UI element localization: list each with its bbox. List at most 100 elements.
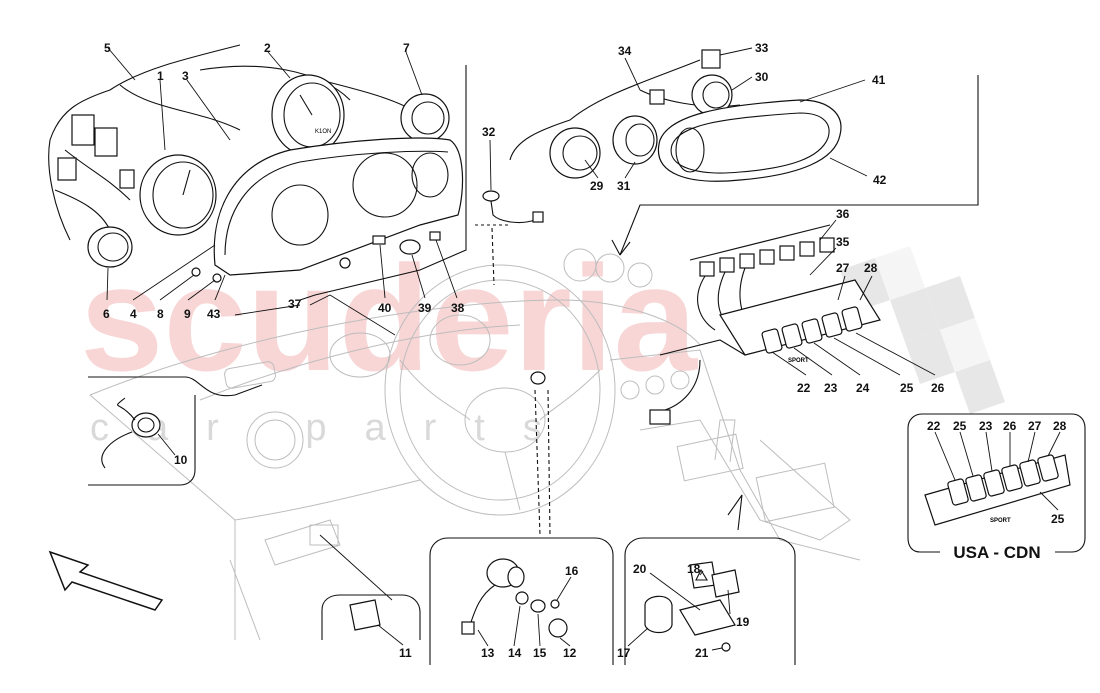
connector: [649, 409, 671, 425]
callout-25: 25: [900, 381, 914, 395]
callout-36: 36: [836, 207, 850, 221]
usa-callout-25: 25: [953, 419, 967, 433]
callout-38: 38: [451, 301, 465, 315]
callout-27: 27: [836, 261, 850, 275]
gauge-31: [612, 115, 658, 165]
inset-usa-cdn: SPORT USA - CDN: [907, 413, 1086, 562]
callout-24: 24: [856, 381, 870, 395]
callout-23: 23: [824, 381, 838, 395]
connector-block: [94, 127, 118, 157]
checkered-flag-watermark: [840, 246, 1005, 414]
usa-sport-label: SPORT: [990, 518, 1011, 524]
switch-panel-group: SPORT: [649, 219, 936, 425]
part-17-switch: [644, 595, 673, 634]
callout-9: 9: [184, 307, 191, 321]
part-21-screw: [721, 642, 731, 652]
usa-callout-25b: 25: [1051, 512, 1065, 526]
callout-7: 7: [403, 41, 410, 55]
gauge-6: [87, 226, 133, 268]
callout-30: 30: [755, 70, 769, 84]
callout-10: 10: [174, 453, 188, 467]
callout-41: 41: [872, 73, 886, 87]
callout-40: 40: [378, 301, 392, 315]
connector: [649, 89, 665, 105]
connector: [719, 257, 735, 273]
usa-switch-27: [1019, 459, 1041, 487]
callout-16: 16: [565, 564, 579, 578]
gauge-2: [271, 74, 345, 156]
usa-callout-22: 22: [927, 419, 941, 433]
callout-6: 6: [103, 307, 110, 321]
bulb: [429, 231, 441, 241]
cluster-glass: [657, 99, 842, 182]
gauge-1: [139, 154, 217, 236]
callout-17: 17: [617, 646, 631, 660]
callout-22: 22: [797, 381, 811, 395]
screw: [191, 267, 201, 277]
part-16-screw: [550, 599, 560, 609]
secondary-cluster-group: [475, 47, 979, 286]
ignition-lock: [530, 371, 546, 385]
sensor-32: [482, 190, 500, 202]
callout-35: 35: [836, 235, 850, 249]
gauge-7: [400, 93, 450, 143]
connector: [819, 237, 835, 253]
direction-arrow-icon: [48, 550, 164, 611]
gauge-scale-label: K1ON: [315, 129, 331, 135]
cluster-housing: [213, 137, 464, 276]
part-13-ring: [507, 566, 525, 588]
callout-31: 31: [617, 179, 631, 193]
usa-callout-26: 26: [1003, 419, 1017, 433]
callout-14: 14: [508, 646, 522, 660]
connector: [699, 261, 715, 277]
callout-34: 34: [618, 44, 632, 58]
switch-25: [821, 312, 843, 338]
callout-8: 8: [157, 307, 164, 321]
part-13-plug: [461, 621, 475, 635]
switch-frame: [719, 279, 881, 356]
part-10-lamp: [131, 412, 161, 438]
callout-15: 15: [533, 646, 547, 660]
connector-block: [71, 114, 95, 146]
callout-42: 42: [873, 173, 887, 187]
switch-23: [781, 323, 803, 349]
callout-3: 3: [182, 69, 189, 83]
callout-32: 32: [482, 125, 496, 139]
connector: [739, 253, 755, 269]
watermark-sub: car parts: [90, 407, 580, 449]
usa-callout-27: 27: [1028, 419, 1042, 433]
usa-switch-26: [1001, 464, 1023, 492]
part-15-nut: [530, 599, 546, 613]
part-20-plate: [679, 599, 736, 636]
switch-24: [801, 318, 823, 344]
inset-switches-17-21: [624, 494, 796, 665]
inset-10: [88, 376, 263, 486]
callout-5: 5: [104, 41, 111, 55]
sport-switch-label: SPORT: [788, 358, 809, 364]
connector: [701, 49, 721, 69]
switch-22: [761, 328, 783, 354]
callout-1: 1: [157, 69, 164, 83]
callout-13: 13: [481, 646, 495, 660]
gauge-29: [549, 127, 601, 179]
callout-29: 29: [590, 179, 604, 193]
usa-switch-28: [1037, 454, 1059, 482]
callout-37: 37: [288, 297, 302, 311]
connector: [779, 245, 795, 261]
callout-39: 39: [418, 301, 432, 315]
usa-switch-23: [983, 469, 1005, 497]
connector: [532, 211, 544, 223]
callout-20: 20: [633, 562, 647, 576]
callout-26: 26: [931, 381, 945, 395]
callout-19: 19: [736, 615, 750, 629]
region-label: USA - CDN: [953, 543, 1040, 562]
connector-block: [119, 169, 135, 189]
connector: [759, 249, 775, 265]
callout-21: 21: [695, 646, 709, 660]
inset-11: [319, 534, 421, 646]
inset-ignition: [429, 371, 614, 665]
part-19-switch: [711, 569, 740, 598]
callout-33: 33: [755, 41, 769, 55]
callout-43: 43: [207, 307, 221, 321]
